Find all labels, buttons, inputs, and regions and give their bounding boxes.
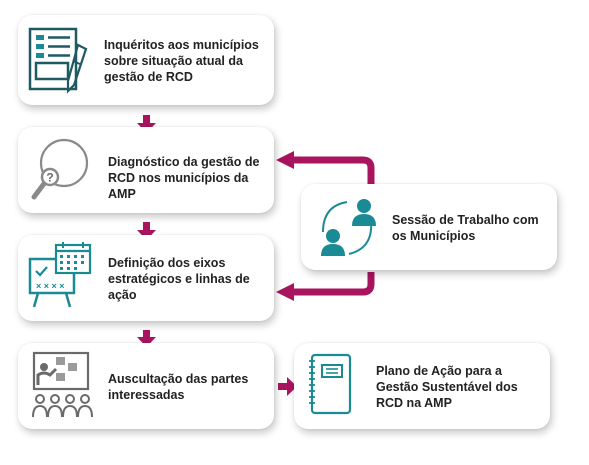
survey-form-icon <box>28 27 88 94</box>
result-label: Plano de Ação para a Gestão Sustentável … <box>376 364 518 410</box>
step-card-inqueritos: Inquéritos aos municípios sobre situação… <box>18 15 274 105</box>
step-label-definicao: Definição dos eixos estratégicos e linha… <box>108 256 250 302</box>
step-label-auscultacao: Auscultação das partes interessadas <box>108 372 249 402</box>
step-card-auscultacao: Auscultação das partes interessadas <box>18 343 274 429</box>
notebook-icon <box>309 353 352 415</box>
people-exchange-icon <box>321 199 376 256</box>
arrow-step3-to-step4 <box>137 330 156 347</box>
session-card: Sessão de Trabalho com os Municípios <box>301 184 557 270</box>
session-label: Sessão de Trabalho com os Municípios <box>392 213 539 243</box>
magnifier-question-icon: ? <box>31 138 89 200</box>
arrow-session-to-definicao <box>292 272 375 296</box>
svg-text:?: ? <box>46 171 53 185</box>
step-label-diagnostico: Diagnóstico da gestão de RCD nos municíp… <box>108 155 260 201</box>
planning-board-icon: × × × × <box>28 242 92 308</box>
step-card-diagnostico: ? Diagnóstico da gestão de RCD nos munic… <box>18 127 274 213</box>
step-card-definicao: × × × × Definição dos eixos estratégicos… <box>18 235 274 321</box>
arrow-session-to-diagnostico <box>292 156 375 185</box>
arrow-step4-to-result <box>278 377 297 396</box>
stakeholder-meeting-icon <box>32 351 93 418</box>
svg-text:× × × ×: × × × × <box>36 281 65 291</box>
result-card: Plano de Ação para a Gestão Sustentável … <box>294 343 550 429</box>
step-label-inqueritos: Inquéritos aos municípios sobre situação… <box>104 38 259 84</box>
